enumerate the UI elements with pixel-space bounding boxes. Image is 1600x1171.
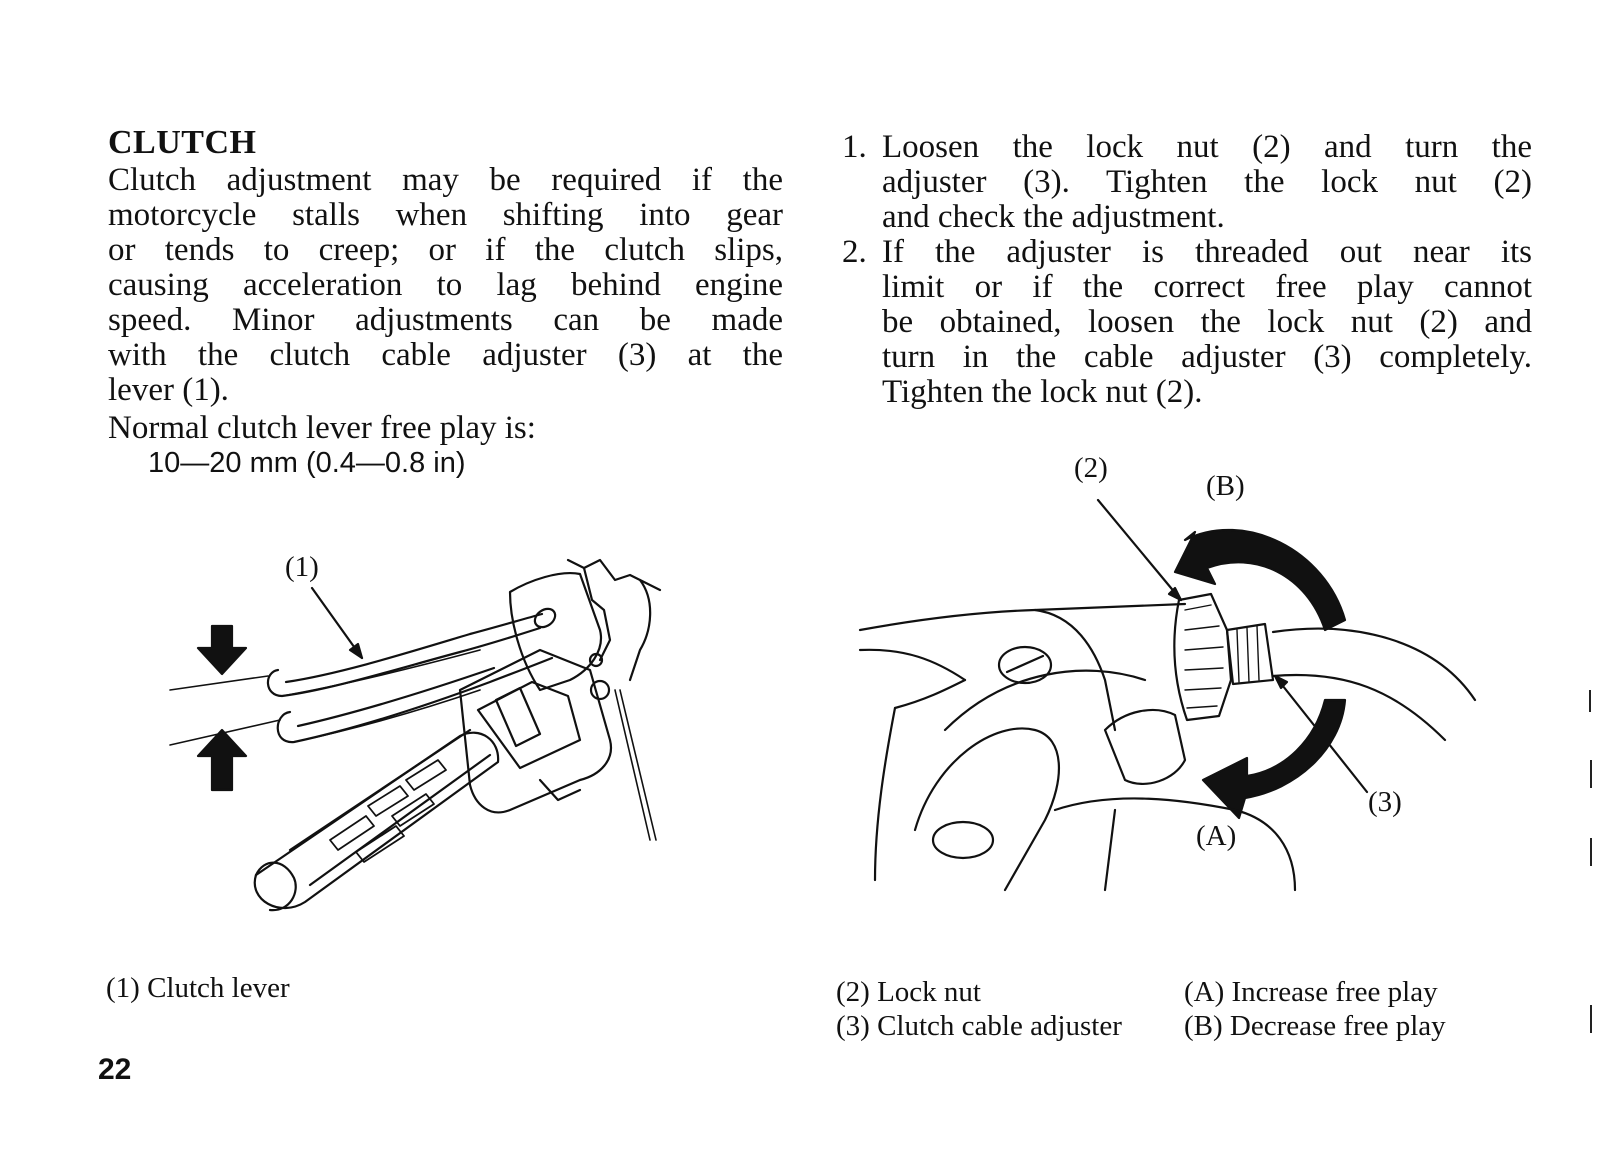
clutch-lever-illustration <box>169 558 662 912</box>
description-line: lever (1). <box>108 372 229 408</box>
step-line: be obtained, loosen the lock nut (2) and <box>882 304 1532 340</box>
callout-3-label: (3) <box>1368 786 1402 818</box>
description-line: motorcycle stalls when shifting into gea… <box>108 197 783 233</box>
scan-edge-mark <box>1590 838 1592 866</box>
scan-edge-mark <box>1590 760 1592 788</box>
rotation-arrows <box>1173 528 1347 820</box>
callout-2-label: (2) <box>1074 452 1108 484</box>
callout-1-label: (1) <box>285 551 319 583</box>
scan-edge-mark <box>1589 690 1591 712</box>
cable-adjuster-illustration <box>858 498 1477 892</box>
description-line: with the clutch cable adjuster (3) at th… <box>108 337 783 373</box>
callout-a-label: (A) <box>1196 820 1237 852</box>
free-play-arrows <box>169 624 281 792</box>
caption-increase: (A) Increase free play <box>1184 976 1438 1008</box>
step-number: 2. <box>842 234 867 270</box>
caption-clutch-lever: (1) Clutch lever <box>106 972 290 1004</box>
step-line: If the adjuster is threaded out near its <box>882 234 1532 270</box>
adjustment-steps: 1. Loosen the lock nut (2) and turn the … <box>842 130 1532 410</box>
step-number: 1. <box>842 129 867 165</box>
free-play-value: 10—20 mm (0.4—0.8 in) <box>148 447 466 479</box>
step-line: turn in the cable adjuster (3) completel… <box>882 339 1532 375</box>
clutch-description: Clutch adjustment may be required if the… <box>108 163 783 408</box>
page-number: 22 <box>98 1053 132 1086</box>
description-line: speed. Minor adjustments can be made <box>108 302 783 338</box>
step-line: Loosen the lock nut (2) and turn the <box>882 129 1532 165</box>
caption-adjuster: (3) Clutch cable adjuster <box>836 1010 1122 1042</box>
scan-edge-mark <box>1590 1005 1592 1033</box>
free-play-intro: Normal clutch lever free play is: <box>108 410 536 446</box>
caption-decrease: (B) Decrease free play <box>1184 1010 1446 1042</box>
step-1: 1. Loosen the lock nut (2) and turn the … <box>842 130 1532 235</box>
section-title: CLUTCH <box>108 124 257 161</box>
step-line: adjuster (3). Tighten the lock nut (2) <box>882 164 1532 200</box>
step-2: 2. If the adjuster is threaded out near … <box>842 235 1532 410</box>
caption-lock-nut: (2) Lock nut <box>836 976 981 1008</box>
description-line: or tends to creep; or if the clutch slip… <box>108 232 783 268</box>
step-line: limit or if the correct free play cannot <box>882 269 1532 305</box>
step-line: Tighten the lock nut (2). <box>882 374 1203 410</box>
callout-b-label: (B) <box>1206 470 1245 502</box>
step-line: and check the adjustment. <box>882 199 1225 235</box>
description-line: causing acceleration to lag behind engin… <box>108 267 783 303</box>
description-line: Clutch adjustment may be required if the <box>108 162 783 198</box>
